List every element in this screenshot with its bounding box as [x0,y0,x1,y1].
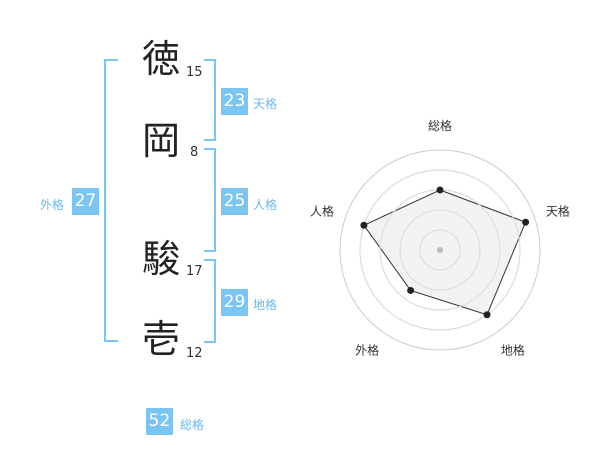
chikaku-label: 地格 [253,298,278,312]
chikaku-value: 29 [221,289,248,316]
tenkaku-bracket [204,59,216,141]
name-char-2: 岡 [142,119,181,163]
stroke-count-1: 15 [186,65,203,80]
name-char-1: 徳 [142,37,181,81]
radar-point-4 [407,286,415,294]
stroke-count-2: 8 [190,145,199,160]
radar-point-5 [360,221,368,229]
stroke-count-4: 12 [186,346,203,361]
gaikaku-value: 27 [72,188,99,215]
tenkaku-label: 天格 [253,97,278,111]
chikaku-bracket [204,259,216,343]
gaikaku-label: 外格 [40,198,65,212]
radar-point-1 [436,186,444,194]
radar-axis-label-2: 天格 [546,204,570,219]
radar-area [363,189,527,316]
jinkaku-value: 25 [221,188,248,215]
radar-point-3 [483,311,491,319]
radar-inner-ring-1 [419,229,461,271]
soukaku-value: 52 [146,408,173,435]
radar-inner-ring-4 [359,169,521,331]
jinkaku-bracket [204,148,216,252]
radar-axis-label-3: 地格 [501,342,525,357]
gaikaku-bracket [104,59,118,342]
radar-axis-label-5: 人格 [310,204,334,219]
radar-axis-label-4: 外格 [355,342,379,357]
radar-center-dot [437,247,443,253]
radar-inner-ring-2 [399,209,481,291]
radar-axis-label-1: 総格 [428,118,452,133]
radar-point-2 [522,218,530,226]
radar-ring-5 [339,149,541,351]
name-char-4: 壱 [142,317,181,361]
jinkaku-label: 人格 [253,198,278,212]
tenkaku-value: 23 [221,88,248,115]
soukaku-label: 総格 [180,418,205,432]
stroke-count-3: 17 [186,264,203,279]
name-char-3: 駿 [142,237,181,281]
